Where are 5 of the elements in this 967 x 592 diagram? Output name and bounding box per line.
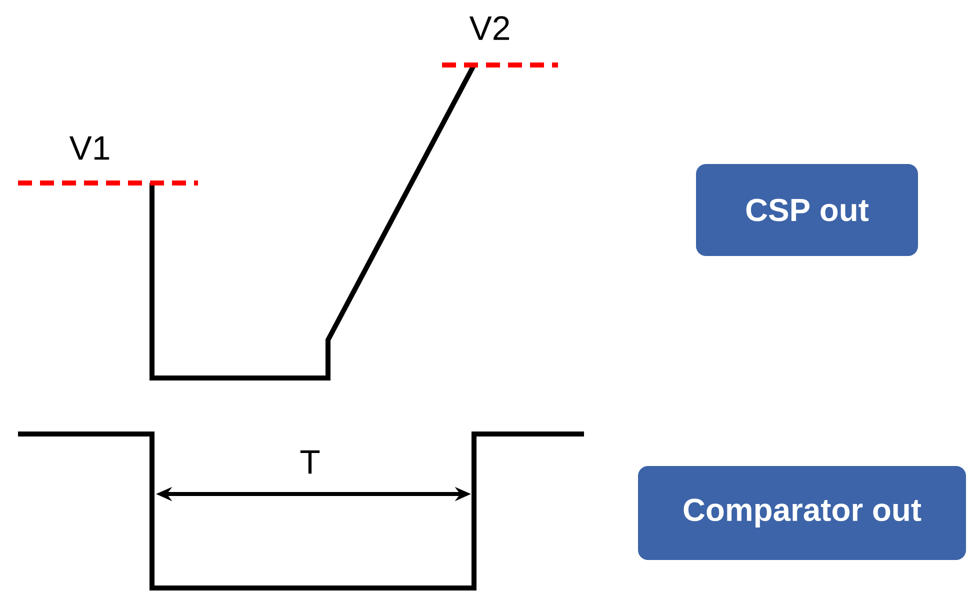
signal-label: V2: [469, 16, 510, 40]
label-box: Comparator out: [638, 466, 966, 560]
signal-label: V1: [69, 136, 110, 160]
label-box: CSP out: [696, 164, 918, 256]
signal-label: T: [300, 450, 320, 474]
